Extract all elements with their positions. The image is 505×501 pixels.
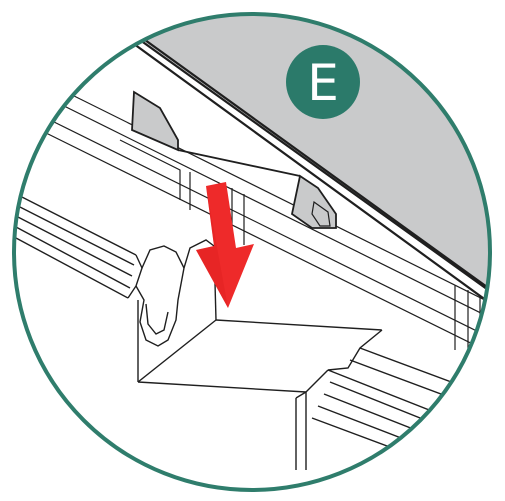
step-badge-label: E [307,54,339,112]
step-badge-circle [286,45,360,119]
step-badge: E [286,45,360,119]
arrow-down-icon [196,182,254,308]
detail-circle-border [12,12,492,492]
